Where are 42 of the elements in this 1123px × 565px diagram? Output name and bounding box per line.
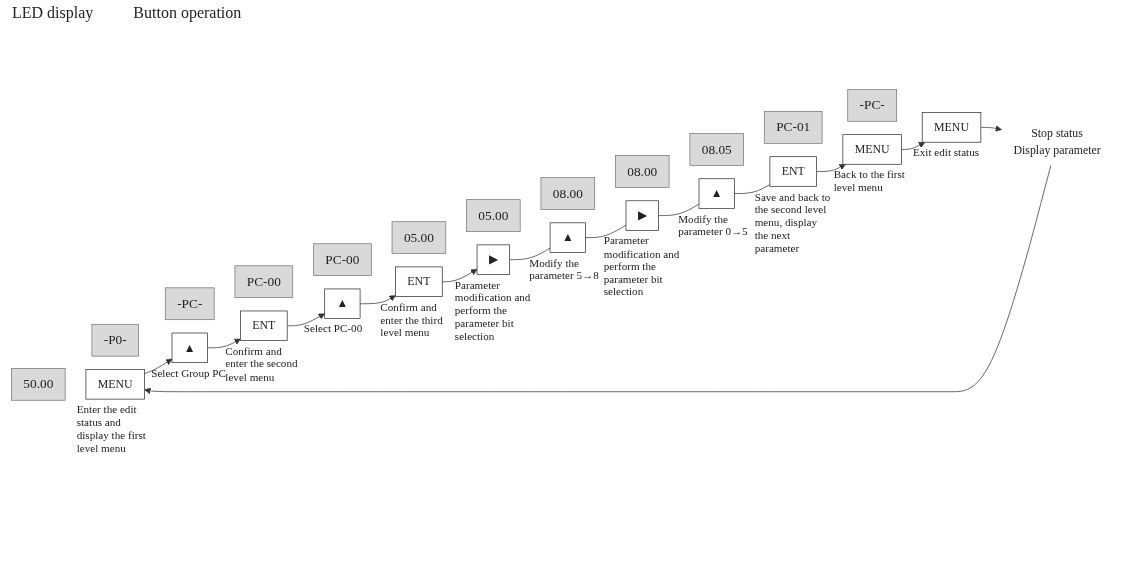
connector <box>584 224 626 239</box>
step-description: Modify the parameter 0→5 <box>677 212 749 239</box>
connector <box>657 203 699 216</box>
row-label: LED display <box>12 4 94 22</box>
node-box: MENU <box>85 369 145 400</box>
node-box: -PC- <box>846 89 897 122</box>
step-description: Parameter modification and perform the parameter bit selection <box>603 234 679 299</box>
step-description: Save and back to the second level menu, display the next parameter <box>754 190 831 255</box>
node-box: MENU <box>842 134 902 165</box>
step-description: Enter the edit status and display the first level menu <box>76 403 147 455</box>
node-box: 08.00 <box>540 177 595 210</box>
node-box: PC-00 <box>234 265 293 299</box>
node-box: PC-00 <box>312 243 372 276</box>
connector <box>508 247 550 261</box>
node-box: MENU <box>921 112 981 143</box>
node-box: ▲ <box>549 222 586 253</box>
row-label: Button operation <box>133 4 242 22</box>
node-box: ▲ <box>171 332 208 364</box>
node-box: ENT <box>769 156 817 187</box>
node-box: 08.05 <box>689 133 744 166</box>
node-box: ▲ <box>698 178 735 209</box>
node-box: ▶ <box>476 244 510 275</box>
step-description: Exit edit status <box>912 146 980 160</box>
step-description: Confirm and enter the third level menu <box>379 301 444 340</box>
step-description: Back to the first level menu <box>833 168 906 195</box>
node-box: ▶ <box>625 200 659 231</box>
node-box: ▲ <box>323 288 360 319</box>
connector <box>733 184 770 194</box>
node-box: 05.00 <box>465 199 521 232</box>
node-box: 50.00 <box>10 368 66 401</box>
node-text: Stop status Display parameter <box>1012 126 1101 157</box>
node-box: ENT <box>394 266 443 297</box>
node-box: -P0- <box>91 323 139 357</box>
step-description: Select PC-00 <box>303 323 363 336</box>
step-description: Select Group PC <box>150 367 226 380</box>
node-box: 05.00 <box>391 221 446 254</box>
node-box: PC-01 <box>763 111 822 144</box>
step-description: Modify the parameter 5→8 <box>528 256 600 283</box>
node-box: -PC- <box>164 287 215 321</box>
node-box: ENT <box>239 310 288 341</box>
node-box: 08.00 <box>614 155 669 188</box>
step-description: Parameter modification and perform the parameter bit selection <box>454 278 530 343</box>
